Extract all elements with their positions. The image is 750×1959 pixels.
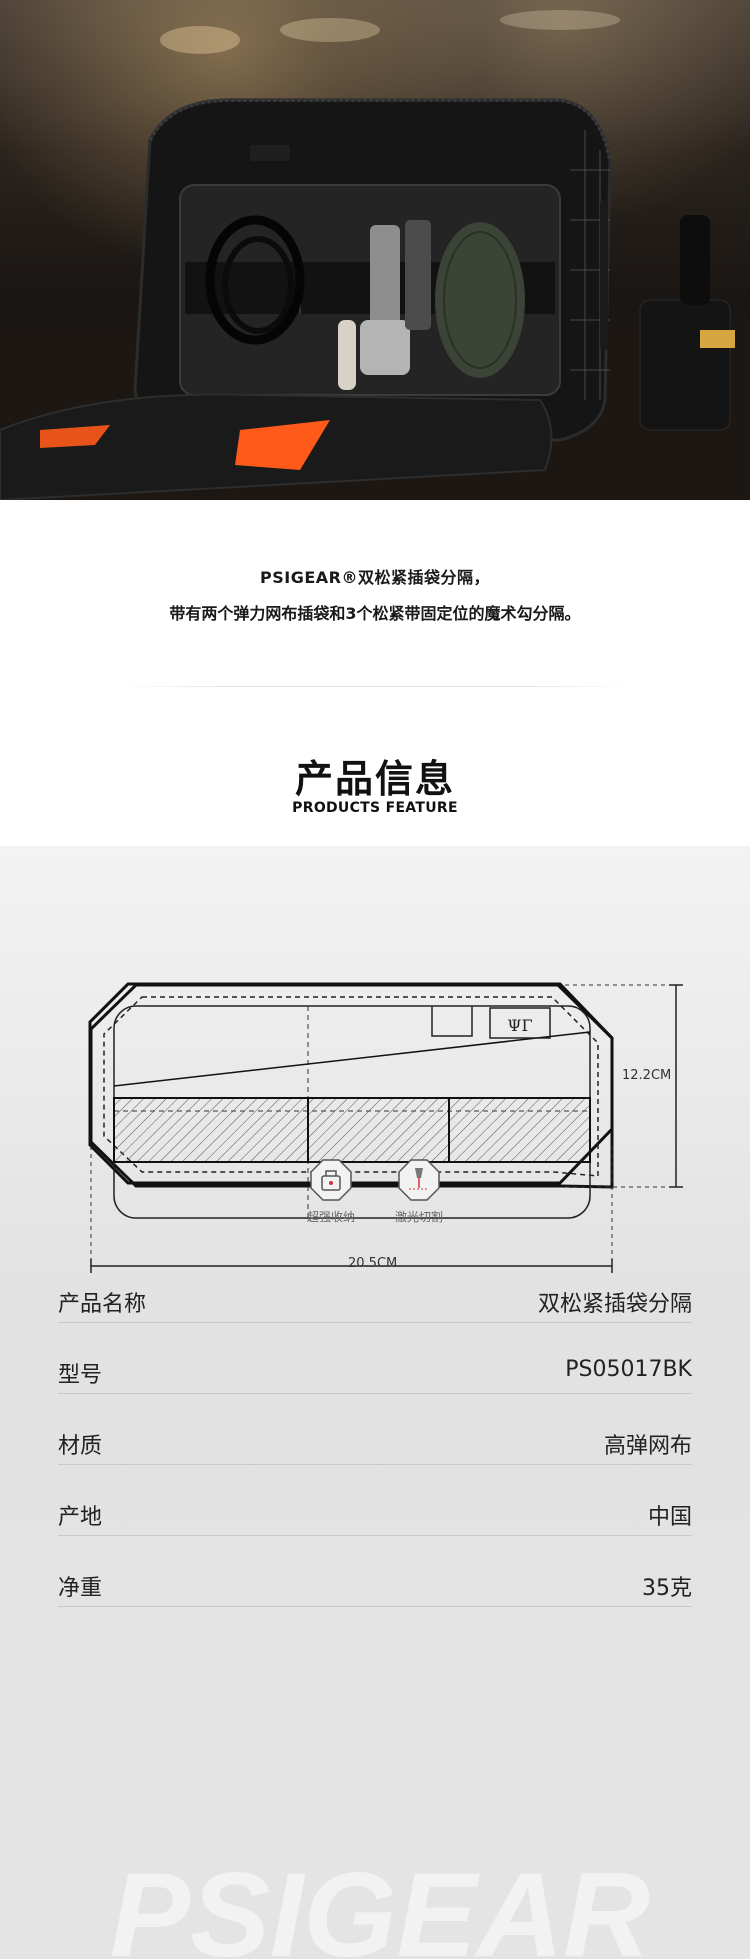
feature-storage-label: 超强收纳 <box>306 1210 355 1224</box>
spec-key: 材质 <box>58 1434 103 1459</box>
spec-value: 高弹网布 <box>603 1434 692 1459</box>
spec-value: 35克 <box>642 1576 692 1601</box>
spec-row-weight: 净重 35克 <box>58 1564 692 1607</box>
intro-section: PSIGEAR®双松紧插袋分隔， 带有两个弹力网布插袋和3个松紧带固定位的魔术勾… <box>0 500 750 690</box>
spec-key: 产品名称 <box>58 1292 147 1317</box>
brand-watermark-logo: PSIGEAR <box>110 1848 650 1959</box>
section-title: 产品信息 <box>294 757 455 801</box>
spec-value: 双松紧插袋分隔 <box>537 1292 692 1317</box>
width-label: 20.5CM <box>348 1256 398 1271</box>
stitch-outline <box>103 996 599 1177</box>
section-subtitle: PRODUCTS FEATURE <box>292 800 458 816</box>
spec-value: 中国 <box>647 1505 692 1530</box>
hero-illustration <box>0 10 750 500</box>
spec-row-material: 材质 高弹网布 <box>58 1422 692 1465</box>
product-info-panel: ΨΓ 12.2CM 20.5CM <box>0 846 750 1959</box>
feature-laser-cut-label: 激光切割 <box>394 1210 443 1224</box>
height-label: 12.2CM <box>622 1068 672 1083</box>
spec-row-origin: 产地 中国 <box>58 1493 692 1536</box>
svg-text:ΨΓ: ΨΓ <box>507 1016 532 1035</box>
spec-row-model: 型号 PS05017BK <box>58 1351 692 1394</box>
intro-description: 带有两个弹力网布插袋和3个松紧带固定位的魔术勾分隔。 <box>169 604 581 623</box>
elastic-band <box>113 1097 591 1163</box>
laser-cut-icon <box>395 1156 443 1204</box>
spec-key: 产地 <box>58 1505 103 1530</box>
spec-row-name: 产品名称 双松紧插袋分隔 <box>58 1280 692 1323</box>
feature-laser-cut: 激光切割 <box>369 1156 469 1225</box>
dimension-diagram: ΨΓ <box>88 982 683 1273</box>
orange-lining <box>235 420 330 470</box>
feature-storage: 超强收纳 <box>281 1156 381 1225</box>
storage-icon <box>307 1156 355 1204</box>
svg-text:PSIGEAR: PSIGEAR <box>110 1848 650 1959</box>
spec-key: 净重 <box>58 1576 103 1601</box>
logo-patch <box>489 1007 551 1039</box>
section-divider <box>120 686 630 687</box>
spec-value: PS05017BK <box>565 1357 692 1382</box>
outer-outline <box>89 983 614 1189</box>
hero-product-photo <box>0 0 750 500</box>
spec-key: 型号 <box>58 1363 103 1388</box>
intro-headline: PSIGEAR®双松紧插袋分隔， <box>260 568 490 587</box>
